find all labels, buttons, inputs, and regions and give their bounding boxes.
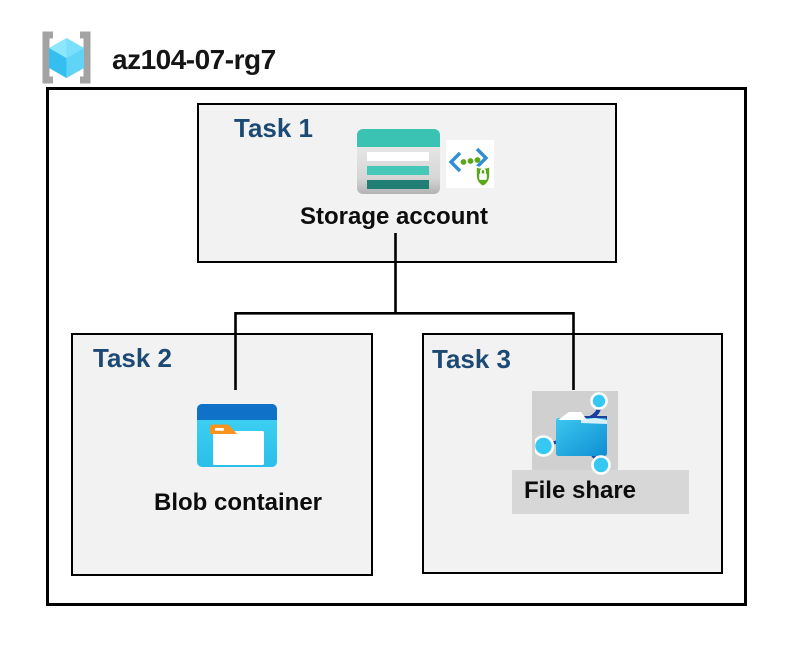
task2-box: Task 2 Blob container [71,333,373,576]
storage-account-icon [357,129,440,199]
blob-container-caption: Blob container [153,489,323,516]
task3-box: Task 3 [422,333,723,574]
file-share-label-background [512,470,689,514]
task1-label: Task 1 [234,113,314,143]
task1-box: Task 1 [197,103,617,263]
task3-label: Task 3 [432,344,512,374]
resource-group-icon [38,31,95,84]
secure-network-access-icon [446,140,494,193]
task2-label: Task 2 [93,343,173,373]
resource-group-title: az104-07-rg7 [112,44,276,75]
storage-account-caption: Storage account [299,203,489,230]
file-share-caption: File share [523,477,637,504]
file-share-icon [532,392,619,481]
blob-container-icon [197,404,277,472]
